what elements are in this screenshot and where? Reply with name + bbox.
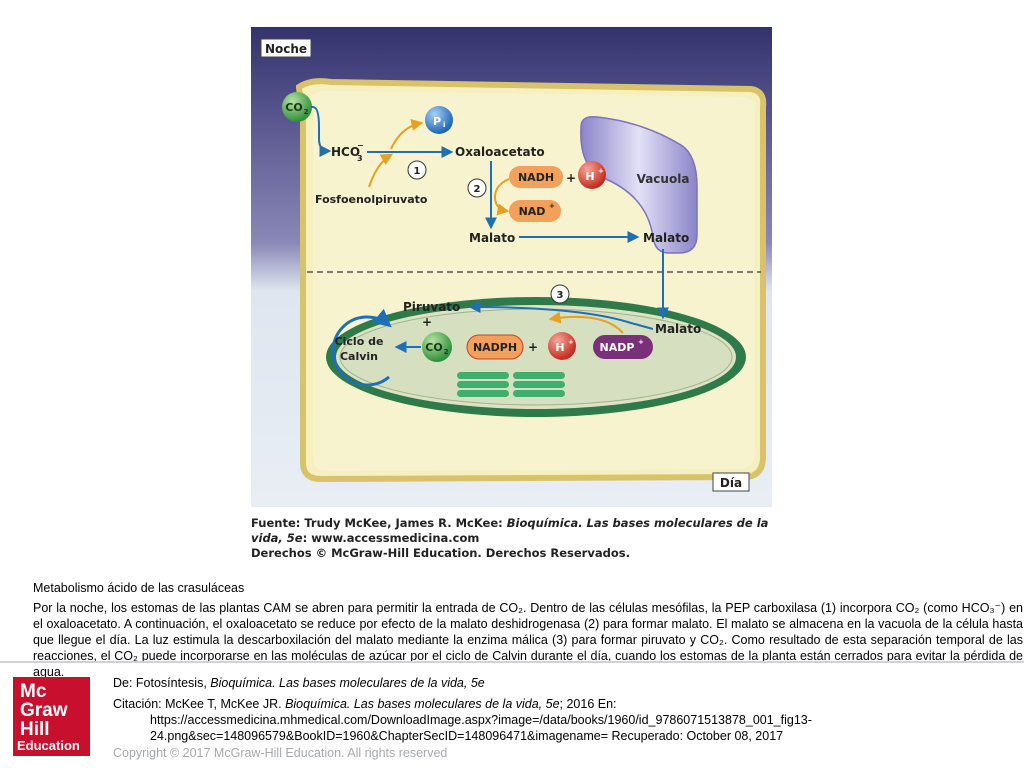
- malato-label-vacuola: Malato: [643, 231, 689, 245]
- svg-text:CO: CO: [285, 101, 302, 114]
- citation-url-line2: 24.png&sec=148096579&BookID=1960&Chapter…: [150, 729, 784, 743]
- source-line1-italic: Bioquímica. Las bases moleculares de la: [506, 516, 769, 530]
- svg-text:2: 2: [304, 108, 309, 116]
- svg-text:H: H: [555, 341, 564, 354]
- calvin-cycle-arrow: [331, 308, 392, 387]
- footer-divider: [0, 661, 1024, 663]
- caption-title: Metabolismo ácido de las crasuláceas: [33, 581, 245, 595]
- svg-text:+: +: [422, 315, 432, 329]
- nadh-pill: [509, 166, 563, 188]
- thylakoids: [457, 372, 565, 397]
- svg-text:+: +: [638, 338, 644, 346]
- svg-text:P: P: [433, 115, 441, 128]
- vacuola-label: Vacuola: [637, 172, 690, 186]
- svg-text:CO: CO: [425, 341, 442, 354]
- co2-molecule-top: [282, 92, 312, 122]
- source-line3: Derechos © McGraw-Hill Education. Derech…: [251, 546, 630, 560]
- arrow-pi-release: [390, 119, 424, 150]
- oxaloacetato-label: Oxaloacetato: [455, 145, 545, 159]
- step-3: 3: [557, 290, 564, 301]
- arrow-malato-piruvato: [468, 301, 654, 330]
- from-line: De: Fotosíntesis, Bioquímica. Las bases …: [113, 676, 485, 690]
- fosfoenolpiruvato-label: Fosfoenolpiruvato: [315, 193, 428, 206]
- svg-text:NAD: NAD: [519, 205, 546, 218]
- svg-text:+: +: [566, 171, 576, 185]
- source-line1: Fuente: Trudy McKee, James R. McKee:: [251, 516, 507, 530]
- vacuole: [580, 115, 698, 254]
- night-label: Noche: [265, 42, 307, 56]
- ciclo-de-label: Ciclo de: [335, 335, 384, 348]
- svg-text:H: H: [585, 170, 594, 183]
- piruvato-label: Piruvato: [403, 300, 460, 314]
- citation-url-line1: https://accessmedicina.mhmedical.com/Dow…: [150, 713, 812, 727]
- nadph-pill: [466, 334, 524, 360]
- svg-text:3: 3: [357, 154, 363, 163]
- calvin-label: Calvin: [340, 350, 378, 363]
- nad-pill: [509, 200, 561, 222]
- hco3-label: HCO: [331, 145, 360, 159]
- nadp-pill: [593, 335, 653, 359]
- copyright: Copyright © 2017 McGraw-Hill Education. …: [113, 746, 448, 760]
- mcgraw-hill-logo: Mc Graw Hill Education: [13, 677, 90, 756]
- svg-text:+: +: [549, 202, 555, 210]
- malato-label-left: Malato: [469, 231, 515, 245]
- svg-text:NADPH: NADPH: [473, 341, 517, 354]
- caption-body: Por la noche, los estomas de las plantas…: [33, 601, 1023, 679]
- svg-text:+: +: [598, 167, 604, 175]
- svg-text:−: −: [357, 141, 364, 150]
- citation-line: Citación: McKee T, McKee JR. Bioquímica.…: [113, 697, 617, 711]
- svg-text:NADH: NADH: [518, 171, 554, 184]
- day-label-box: [712, 472, 750, 492]
- figure-source: Fuente: Trudy McKee, James R. McKee: Bio…: [251, 516, 772, 561]
- arrow-pep: [368, 153, 394, 188]
- h-proton-bottom: [548, 332, 576, 360]
- arrow-nadp-nadph: [548, 311, 624, 334]
- svg-text:NADP: NADP: [600, 341, 635, 354]
- co2-molecule-bottom: [422, 332, 452, 362]
- svg-text:+: +: [528, 340, 538, 354]
- step-1: 1: [414, 166, 421, 177]
- malato-label-cloroplasto: Malato: [655, 322, 701, 336]
- arrow-co2-hco3: [311, 106, 332, 157]
- day-label: Día: [720, 476, 742, 490]
- svg-text:+: +: [568, 338, 574, 346]
- night-label-box: [260, 38, 312, 58]
- step-2: 2: [474, 184, 481, 195]
- svg-text:2: 2: [444, 348, 449, 356]
- cam-diagram: Noche Vacuola CO 2 HCO 3 − P i 1 Oxaloac…: [251, 27, 772, 563]
- svg-text:i: i: [443, 121, 445, 129]
- source-line2: : www.accessmedicina.com: [302, 531, 480, 545]
- source-line2-italic: vida, 5e: [251, 531, 303, 545]
- pi-molecule: [425, 106, 453, 134]
- arrow-nadh-nad: [494, 196, 510, 216]
- h-proton-top: [578, 161, 606, 189]
